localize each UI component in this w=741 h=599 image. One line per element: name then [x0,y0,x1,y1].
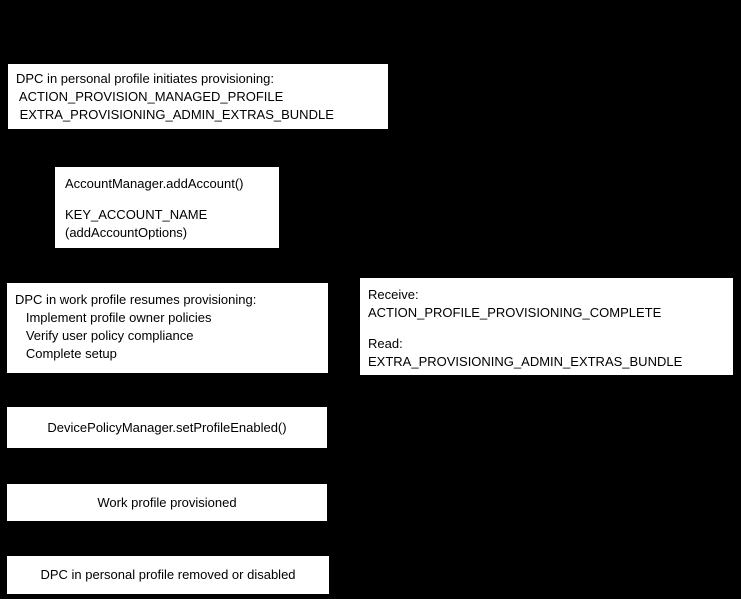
flow-step-text-line: DPC in personal profile initiates provis… [16,71,274,86]
flow-step-resume-provisioning: DPC in work profile resumes provisioning… [7,283,328,373]
flow-step-text-line: Read: [368,336,403,351]
flow-step-text-line: ACTION_PROVISION_MANAGED_PROFILE [16,89,284,104]
flow-step-receive-provisioning-complete: Receive: ACTION_PROFILE_PROVISIONING_COM… [360,278,733,375]
flow-step-text-line: DPC in work profile resumes provisioning… [15,292,257,307]
flow-step-set-profile-enabled: DevicePolicyManager.setProfileEnabled() [7,407,327,448]
flow-step-text-line: ACTION_PROFILE_PROVISIONING_COMPLETE [368,305,662,320]
flow-step-text-line: EXTRA_PROVISIONING_ADMIN_EXTRAS_BUNDLE [16,107,334,122]
flow-step-text-line: Receive: [368,287,419,302]
flow-step-text-line: AccountManager.addAccount() [65,176,244,191]
flow-step-work-profile-provisioned: Work profile provisioned [7,484,327,521]
flow-step-text-line: DevicePolicyManager.setProfileEnabled() [47,419,287,435]
flow-step-text-line: Work profile provisioned [97,494,237,510]
flow-step-dpc-removed-or-disabled: DPC in personal profile removed or disab… [7,556,329,594]
flow-step-text-line: KEY_ACCOUNT_NAME [65,207,208,222]
flow-step-initiate-provisioning: DPC in personal profile initiates provis… [8,64,388,129]
flow-step-text-line: Implement profile owner policies [15,310,212,325]
flow-step-text-line: Verify user policy compliance [15,328,194,343]
flow-step-text-line: DPC in personal profile removed or disab… [40,567,296,582]
flow-step-text-line: EXTRA_PROVISIONING_ADMIN_EXTRAS_BUNDLE [368,354,683,369]
flow-step-add-account: AccountManager.addAccount() KEY_ACCOUNT_… [55,167,279,248]
flow-step-text-line: (addAccountOptions) [65,225,188,240]
flow-step-text-line: Complete setup [15,346,117,361]
